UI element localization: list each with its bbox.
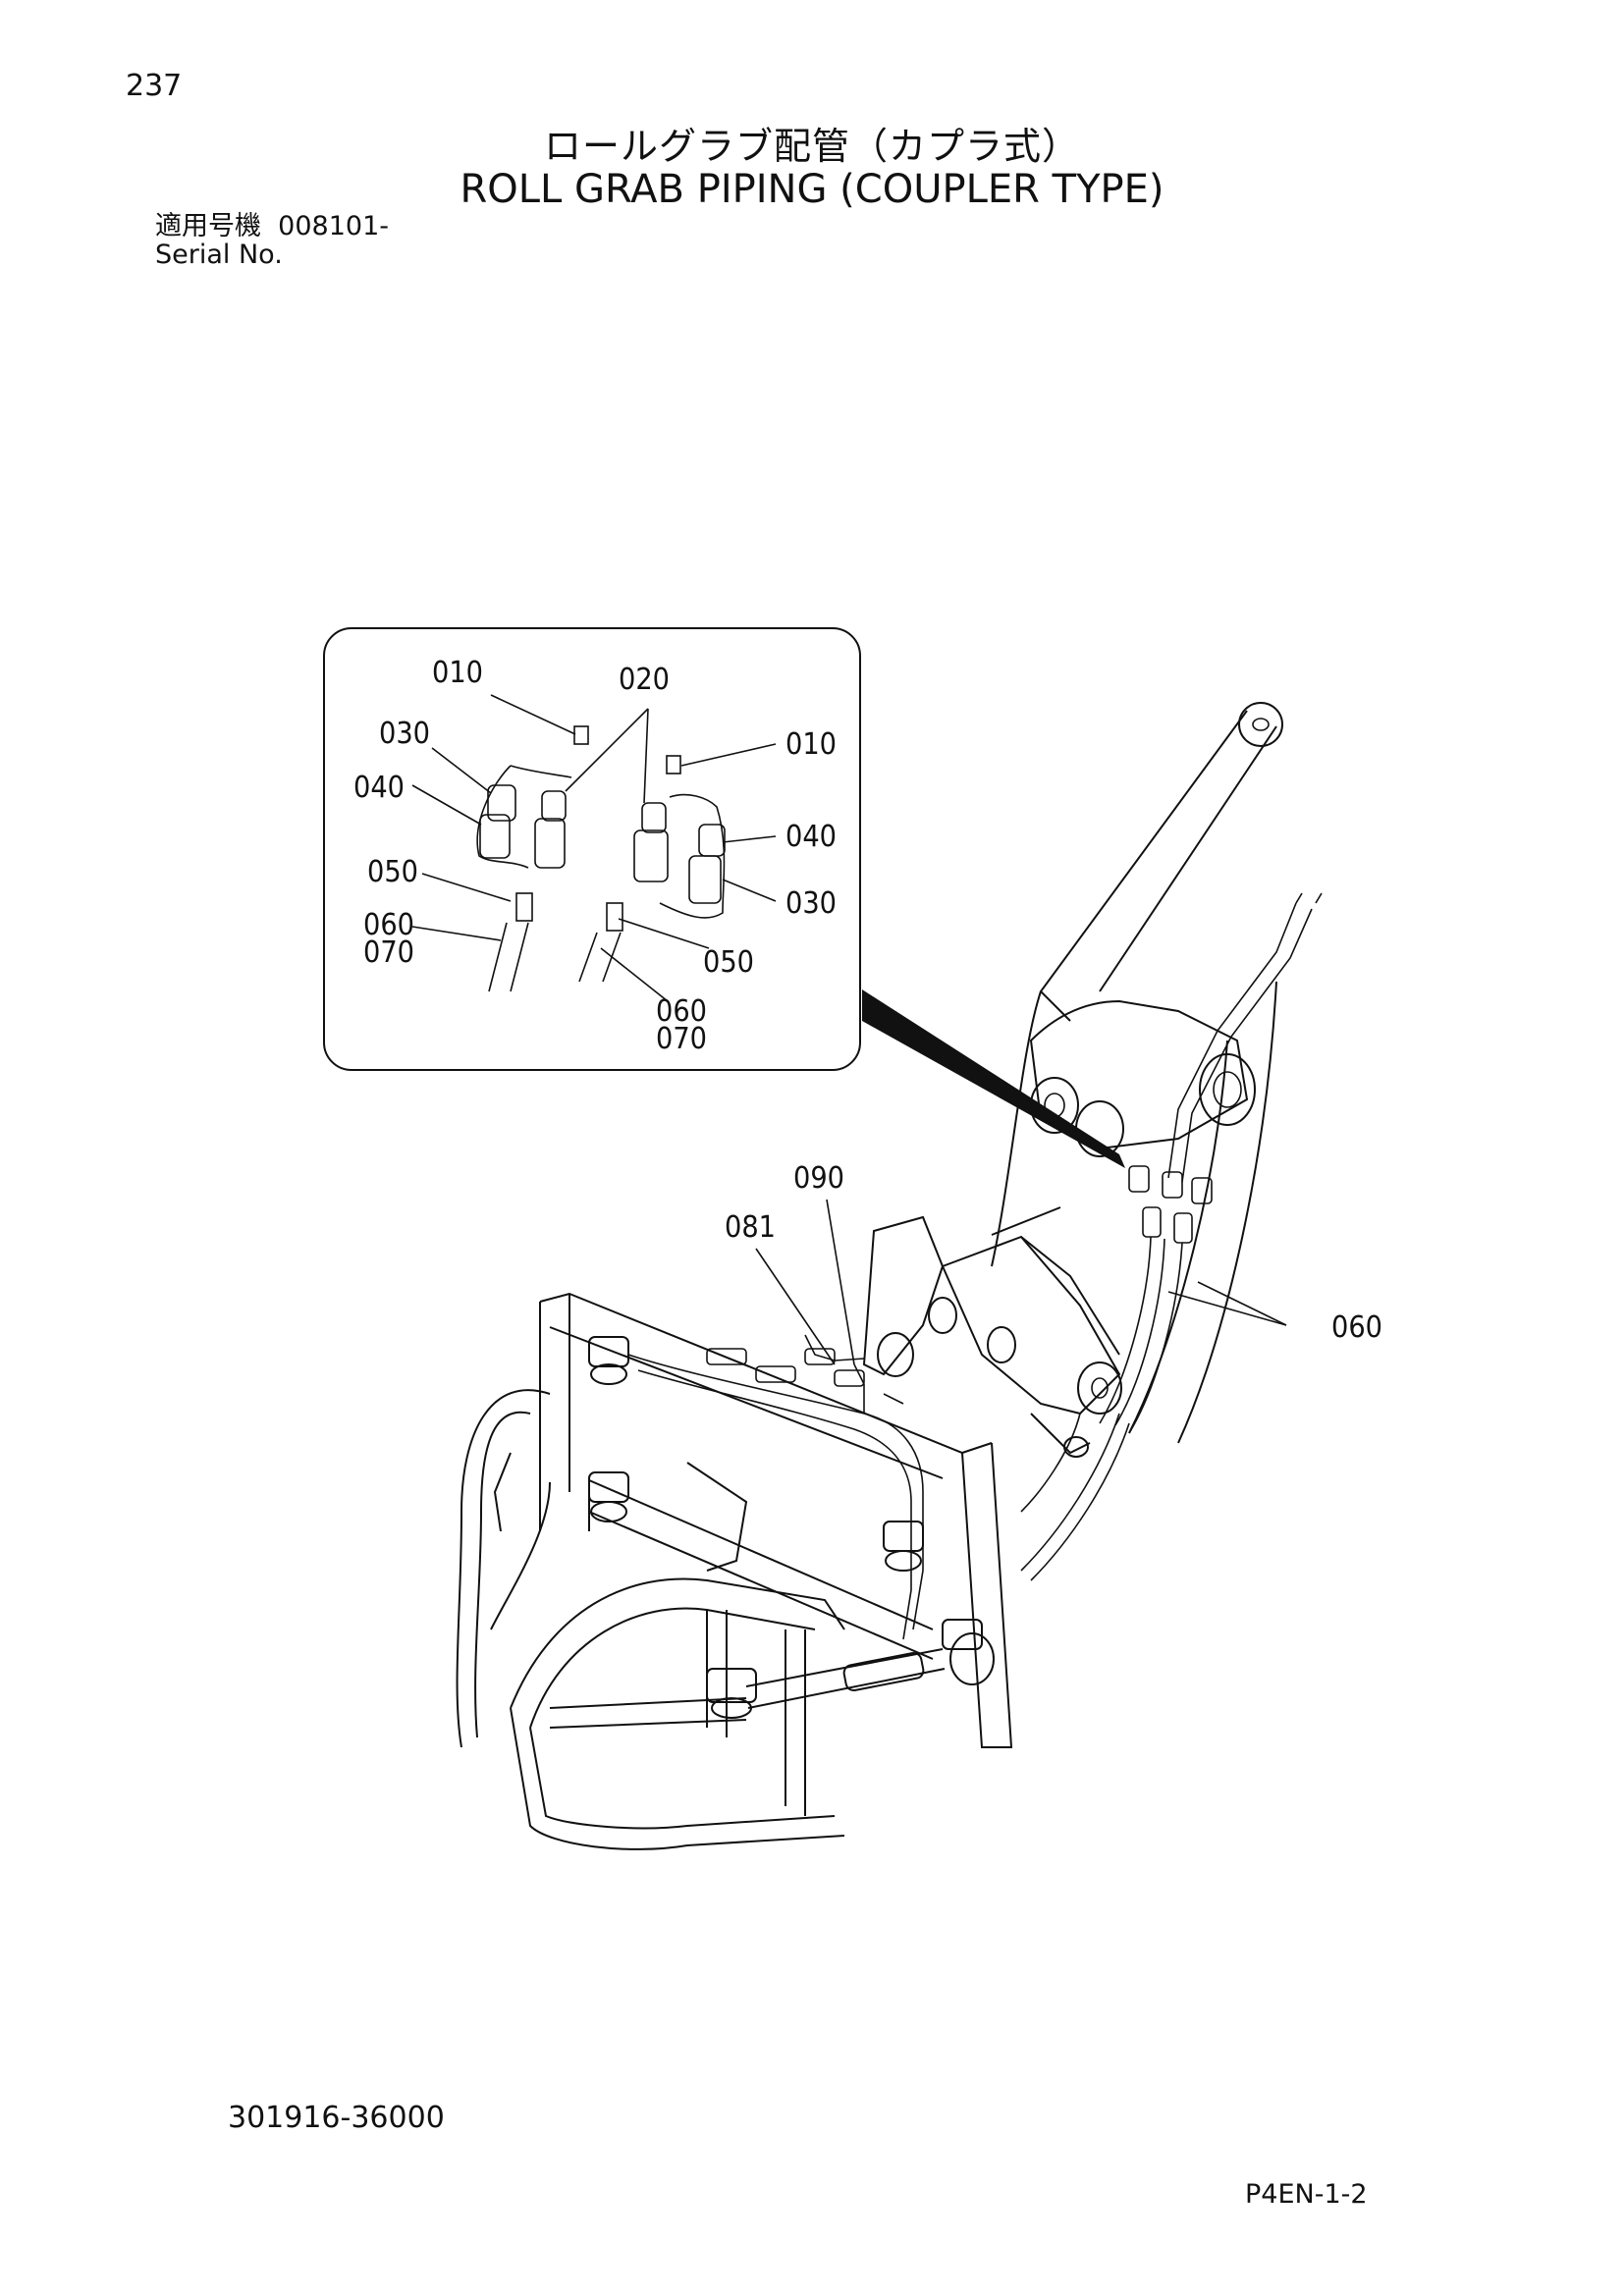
right-coupler-assembly [578,755,726,983]
callout-090: 090 [793,1161,844,1196]
quick-coupler [862,1206,1122,1458]
serial-label-en: Serial No. [155,240,283,270]
callout-040-right: 040 [785,820,837,854]
page-title-en: ROLL GRAB PIPING (COUPLER TYPE) [460,167,1164,212]
serial-label-jp: 適用号機 [155,211,261,241]
callout-020: 020 [619,663,670,697]
callout-030-right: 030 [785,886,837,921]
main-leader-lines [755,1199,1287,1365]
callout-010-right: 010 [785,727,837,762]
callout-060-main: 060 [1331,1310,1382,1345]
part-number: 301916-36000 [228,2101,445,2135]
arm-structure [991,702,1323,1444]
serial-row: 適用号機 008101- [155,204,389,242]
callout-060-left: 060 [363,908,414,942]
callout-081: 081 [725,1210,776,1245]
callout-070-left: 070 [363,935,414,970]
callout-040-left: 040 [353,771,405,805]
inset-leader-lines [411,694,777,1002]
serial-value: 008101- [278,211,389,241]
roll-grab-frame [456,1292,1130,1850]
callout-010-left: 010 [432,656,483,690]
callout-060-bottom: 060 [656,994,707,1029]
callout-070-bottom: 070 [656,1022,707,1056]
callout-030-left: 030 [379,717,430,751]
inset-pointer [862,989,1125,1168]
detail-inset: 010 020 010 030 040 040 050 030 060 070 … [323,627,1125,1168]
callout-050-left: 050 [367,855,418,889]
page-number: 237 [126,69,183,103]
callout-050-right: 050 [703,945,754,980]
page-title-jp: ロールグラブ配管（カプラ式） [543,125,1080,168]
left-coupler-assembly [476,725,589,992]
page-reference: P4EN-1-2 [1245,2179,1368,2210]
